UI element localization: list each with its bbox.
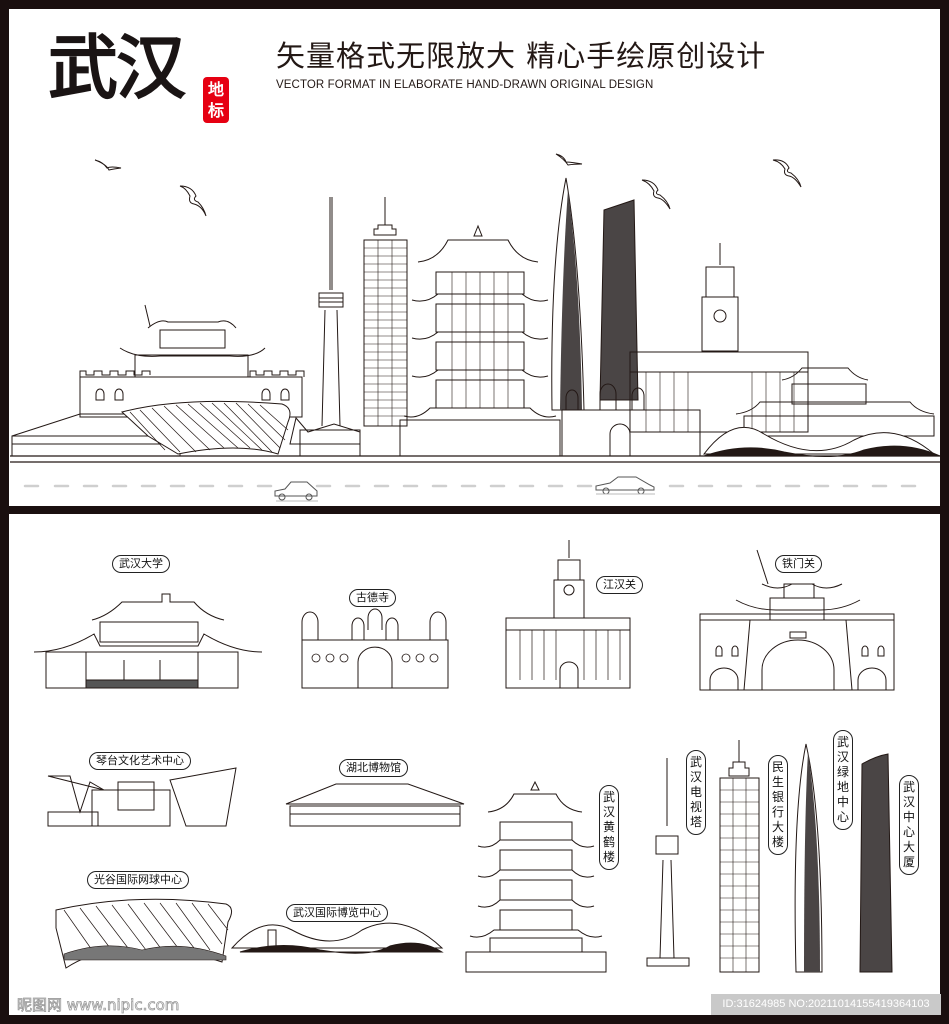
greenland-center-drawing xyxy=(551,177,585,411)
car-icon xyxy=(595,476,655,495)
yellow-crane-tower-icon xyxy=(465,780,607,973)
tennis-center-icon xyxy=(55,898,232,969)
expo-center-drawing xyxy=(702,426,941,457)
label-wuhan-university: 武汉大学 xyxy=(112,555,170,573)
qintai-center-drawing xyxy=(289,416,361,457)
label-yellow-crane-tower: 武汉黄鹤楼 xyxy=(599,785,619,870)
skyline-illustration xyxy=(10,153,941,502)
label-greenland-center: 武汉绿地中心 xyxy=(833,730,853,830)
bird-icon xyxy=(94,153,802,217)
wuhan-center-icon xyxy=(859,753,893,973)
minsheng-tower-icon xyxy=(719,740,760,973)
wuhan-university-icon xyxy=(33,593,263,689)
subtitle: VECTOR FORMAT IN ELABORATE HAND-DRAWN OR… xyxy=(276,79,654,91)
label-hubei-museum: 湖北博物馆 xyxy=(339,759,408,777)
label-expo-center: 武汉国际博览中心 xyxy=(286,904,388,922)
minsheng-tower-drawing xyxy=(363,197,408,427)
hubei-museum-icon xyxy=(285,783,465,827)
headline: 矢量格式无限放大 精心手绘原创设计 xyxy=(276,39,767,73)
yellow-crane-tower-drawing xyxy=(399,224,561,457)
site-watermark: 昵图网 www.nipic.com xyxy=(17,996,180,1015)
tv-tower-icon xyxy=(646,758,690,967)
jianghan-customs-drawing xyxy=(629,243,809,433)
jianghan-customs-icon xyxy=(505,540,631,689)
car-icon xyxy=(274,481,318,502)
panel-divider xyxy=(9,506,940,514)
label-qintai-center: 琴台文化艺术中心 xyxy=(89,752,191,770)
tiemen-pass-icon xyxy=(699,549,895,691)
label-jianghan-customs: 江汉关 xyxy=(596,576,643,594)
expo-center-icon xyxy=(230,922,444,954)
wuhan-center-drawing xyxy=(599,199,639,401)
label-tv-tower: 武汉电视塔 xyxy=(686,750,706,835)
wuhan-university-drawing xyxy=(735,367,935,437)
tv-tower-drawing xyxy=(318,197,344,427)
city-title: 武汉 xyxy=(48,27,186,109)
gude-temple-icon xyxy=(301,608,449,689)
label-gude-temple: 古德寺 xyxy=(349,589,396,607)
label-tiemen-pass: 铁门关 xyxy=(775,555,822,573)
label-wuhan-center: 武汉中心大厦 xyxy=(899,775,919,875)
greenland-center-icon xyxy=(794,743,823,973)
qintai-center-icon xyxy=(47,767,237,827)
landmark-seal: 地标 xyxy=(203,77,229,123)
tennis-center-drawing xyxy=(120,400,291,455)
seal-text: 地标 xyxy=(208,80,225,120)
label-minsheng-bank: 民生银行大楼 xyxy=(768,755,788,855)
label-optics-valley-tennis: 光谷国际网球中心 xyxy=(87,871,189,889)
id-watermark: ID:31624985 NO:20211014155419364103 xyxy=(711,994,941,1015)
